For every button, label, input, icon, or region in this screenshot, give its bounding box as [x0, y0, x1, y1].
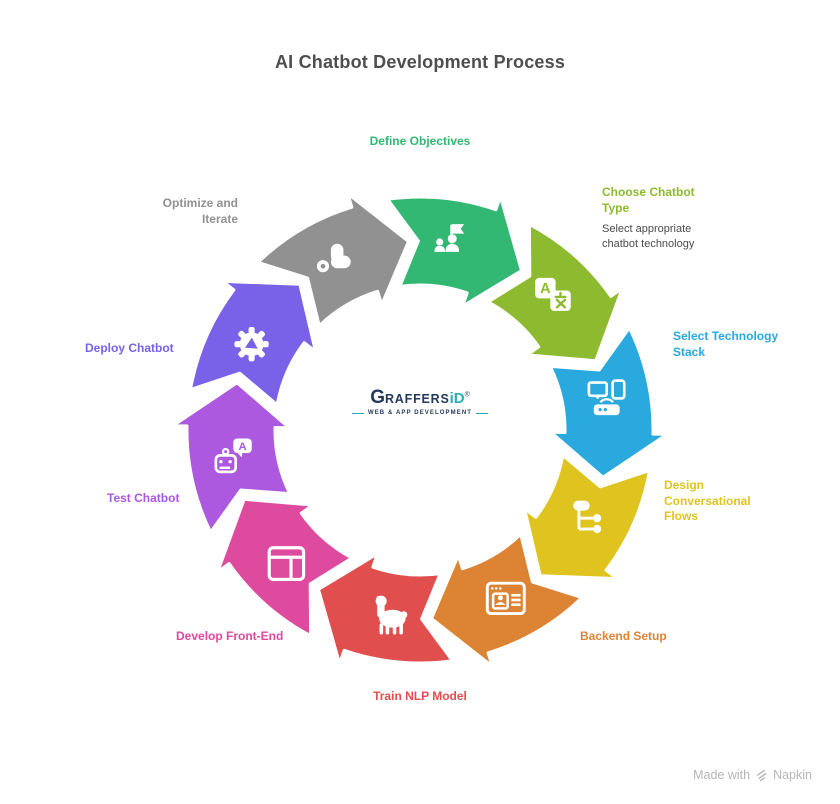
step-label-deploy-chatbot: Deploy Chatbot [85, 341, 174, 355]
logo-id: iD [449, 390, 465, 407]
napkin-logo-icon [757, 769, 767, 781]
admin-window-icon [485, 581, 526, 616]
tagline-dash-left [351, 412, 364, 414]
iterate-shapes-icon [316, 243, 351, 273]
segment-develop-front-end [216, 497, 354, 638]
step-label-develop-front-end: Develop Front-End [176, 629, 284, 643]
step-label-backend-setup: Backend Setup [580, 629, 667, 643]
made-with-text: Made with [693, 768, 751, 782]
logo-registered-mark: ® [464, 391, 470, 399]
translate-icon: A [535, 277, 571, 311]
segment-train-nlp-model [317, 552, 454, 665]
logo-tagline-row: WEB & APP DEVELOPMENT [0, 410, 840, 416]
svg-text:A: A [238, 441, 246, 453]
step-label-select-technology-stack: Select Technology Stack [673, 329, 779, 359]
page-title: AI Chatbot Development Process [274, 52, 566, 72]
flowchart-icon [573, 500, 602, 534]
svg-text:A: A [540, 281, 551, 297]
segment-test-chatbot [171, 381, 292, 534]
llama-icon [375, 595, 408, 635]
logo-tagline: WEB & APP DEVELOPMENT [367, 410, 473, 416]
step-label-define-objectives: Define Objectives [369, 134, 471, 148]
napkin-brand-text: Napkin [773, 768, 812, 782]
step-label-choose-chatbot-type: Choose Chatbot Type [602, 185, 695, 215]
devices-icon [587, 379, 626, 416]
logo-letter-g: G [370, 387, 385, 408]
step-label-test-chatbot: Test Chatbot [107, 491, 180, 505]
tagline-dash-right [476, 412, 489, 414]
graffersid-logo: GRAFFERSiD® WEB & APP DEVELOPMENT [0, 387, 840, 416]
logo-wordmark: GRAFFERSiD® [0, 387, 840, 409]
step-label-train-nlp-model: Train NLP Model [373, 689, 467, 703]
napkin-attribution: Made with Napkin [693, 768, 812, 782]
logo-raffers: RAFFERS [384, 392, 450, 406]
goal-flag-people-icon [434, 224, 465, 252]
robot-chat-icon: A [214, 438, 252, 474]
step-label-optimize-and-iterate: Optimize and Iterate [162, 196, 238, 226]
step-label-design-conversational-flows: Design Conversational Flows [664, 478, 751, 524]
step-sublabel-choose-chatbot-type: Select appropriate chatbot technology [602, 223, 695, 250]
gear-rocket-icon [234, 327, 269, 362]
segment-select-technology-stack [548, 326, 669, 479]
layout-window-icon [267, 546, 306, 582]
